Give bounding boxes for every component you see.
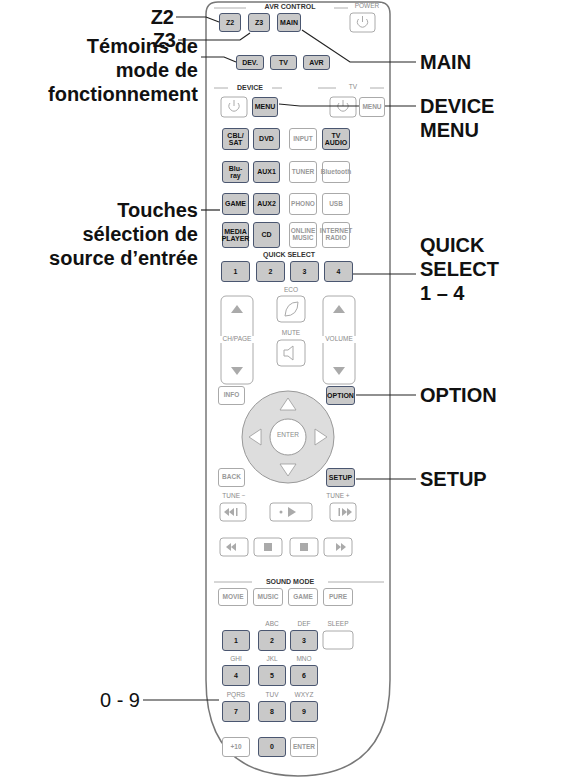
callout-label: 0 - 9	[60, 688, 140, 712]
button-label: CBL/ SAT	[222, 128, 249, 150]
button-label: SETUP	[326, 468, 355, 487]
button-label: 2	[258, 630, 286, 651]
button-label: 9	[290, 701, 318, 722]
group-heading: SOUND MODE	[253, 578, 327, 585]
button-caption: DEF	[290, 621, 318, 628]
callout-label: OPTION	[420, 383, 570, 407]
leader-lines	[143, 17, 416, 700]
button-label: 1	[221, 261, 250, 282]
button-label: INFO	[218, 386, 245, 405]
button-label: MENU	[359, 97, 385, 117]
callout-label: Touches sélection de source d’entrée	[44, 198, 198, 270]
button-label: Z2	[219, 13, 241, 32]
button-label: +10	[222, 737, 250, 757]
button-caption: TUNE −	[214, 493, 254, 500]
button-label: MUSIC	[253, 588, 283, 606]
button-caption: ENTER	[273, 432, 303, 439]
button-label: 4	[222, 665, 250, 686]
button-label: Blu-ray	[222, 161, 249, 183]
button-label: 0	[258, 737, 286, 757]
button-label: AUX1	[253, 161, 280, 183]
callout-label: QUICK SELECT 1 – 4	[420, 233, 512, 305]
button-caption: MNO	[290, 656, 318, 663]
button-label: 3	[290, 261, 319, 282]
group-heading: QUICK SELECT	[258, 251, 320, 258]
button-caption: PQRS	[222, 692, 250, 699]
button-caption: JKL	[258, 656, 286, 663]
button-caption: TUV	[258, 692, 286, 699]
callout-label: MAIN	[420, 50, 570, 74]
callout-label: SETUP	[420, 467, 570, 491]
button-label: PHONO	[289, 193, 317, 215]
button-label: INPUT	[289, 128, 317, 150]
button-caption: CH/PAGE	[215, 336, 259, 343]
button-caption: SLEEP	[323, 621, 353, 628]
button-caption: POWER	[352, 3, 382, 10]
callout-label: Témoins de mode de fonctionnement	[32, 34, 198, 106]
button-caption: ABC	[258, 621, 286, 628]
button-label: 4	[324, 261, 353, 282]
group-heading: DEVICE	[230, 84, 270, 91]
button-label: INTERNET RADIO	[322, 222, 350, 248]
button-caption: MUTE	[278, 330, 304, 337]
button-caption: GHI	[222, 656, 250, 663]
button-label: GAME	[288, 588, 318, 606]
callout-label: DEVICE MENU	[420, 94, 512, 142]
button-label: TV	[270, 55, 297, 70]
button-label: MAIN	[277, 13, 301, 32]
button-label: 7	[222, 701, 250, 722]
button-label: 5	[258, 665, 286, 686]
button-label: MOVIE	[218, 588, 248, 606]
button-caption: TUNE +	[318, 493, 358, 500]
button-label: TV AUDIO	[322, 128, 350, 150]
button-label: AUX2	[253, 193, 280, 215]
button-label: CD	[253, 222, 280, 248]
button-label: DEV.	[236, 55, 264, 70]
button-caption: WXYZ	[290, 692, 318, 699]
button-label: ENTER	[290, 737, 318, 757]
group-heading: AVR CONTROL	[250, 3, 330, 10]
button-label: 6	[290, 665, 318, 686]
button-label: USB	[322, 193, 350, 215]
button-label: MEDIA PLAYER	[222, 222, 249, 248]
button-label: Z3	[248, 13, 270, 32]
button-caption: VOLUME	[317, 336, 361, 343]
button-label: PURE	[323, 588, 353, 606]
button-label: TUNER	[289, 161, 317, 183]
callout-label: Z2	[114, 5, 174, 29]
button-label: 8	[258, 701, 286, 722]
button-label: BACK	[218, 468, 245, 487]
button-label: AVR	[303, 55, 330, 70]
button-label: ONLINE MUSIC	[289, 222, 317, 248]
button-label: MENU	[252, 97, 278, 117]
button-label: OPTION	[326, 386, 355, 405]
button-label: 3	[290, 630, 318, 651]
button-label: Bluetooth	[322, 161, 350, 183]
button-label: DVD	[253, 128, 280, 150]
button-caption: TV	[338, 84, 368, 91]
button-caption: ECO	[278, 287, 304, 294]
button-label: GAME	[222, 193, 249, 215]
button-label: 1	[222, 630, 250, 651]
button-label: 2	[256, 261, 285, 282]
